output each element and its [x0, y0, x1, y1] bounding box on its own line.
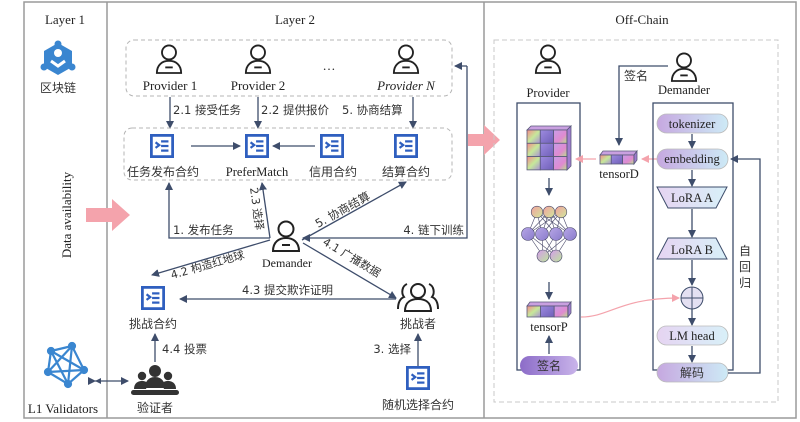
- task-publish-contract-icon: [150, 134, 174, 158]
- contracts-group: [123, 127, 453, 181]
- label-publish-task: 1. 发布任务: [173, 223, 234, 237]
- provider-sign-label: 签名: [537, 358, 561, 373]
- provider-n-icon: [392, 44, 420, 74]
- offchain-demander-label: Demander: [658, 83, 711, 97]
- label-negotiate-settle: 5. 协商结算: [313, 189, 373, 231]
- prefermatch-contract-icon: [245, 134, 269, 158]
- autoregressive-char-2: 回: [739, 260, 751, 274]
- arrow-broadcast-data: [302, 242, 397, 299]
- label-vote: 4.4 投票: [162, 342, 207, 356]
- autoregressive-char-1: 自: [739, 244, 751, 258]
- demander-sign-label: 签名: [624, 68, 648, 83]
- label-accept-task: 2.1 接受任务: [173, 103, 241, 117]
- ellipsis: …: [323, 58, 336, 73]
- demander-icon: [272, 220, 300, 252]
- arrow-demander-sign: [615, 65, 668, 146]
- challenger-icon: [397, 283, 439, 312]
- provider-1-icon: [155, 44, 183, 74]
- arrow-publish-task: [165, 182, 270, 239]
- offchain-group: [493, 39, 779, 403]
- blockchain-icon: [40, 40, 76, 75]
- tensorD-icon: [599, 149, 638, 166]
- label-negotiate-top: 5. 协商结算: [342, 103, 403, 117]
- pink-flow-arrow-layer2: [86, 199, 130, 231]
- label-broadcast-data: 4.1 广播数据: [320, 235, 383, 280]
- arrow-select-match: [259, 182, 271, 239]
- tokenizer-label: tokenizer: [669, 117, 716, 131]
- lora-b-block: [656, 237, 728, 260]
- arrow-construct-honeypot: [151, 239, 271, 277]
- tensorP-label: tensorP: [530, 320, 568, 334]
- add-operator-icon: [680, 286, 704, 310]
- task-publish-contract-label: 任务发布合约: [127, 164, 199, 179]
- label-fraud-proof: 4.3 提交欺诈证明: [242, 283, 333, 297]
- label-construct-honeypot: 4.2 构造红地球: [169, 247, 246, 281]
- lm-head-label: LM head: [669, 329, 715, 343]
- lora-a-label: LoRA A: [671, 191, 713, 205]
- arrow-negotiate-settle: [301, 181, 407, 241]
- offchain-demander-icon: [670, 52, 698, 82]
- challenge-contract-label: 挑战合约: [129, 316, 177, 331]
- offchain-provider-icon: [534, 44, 562, 74]
- offchain-title: Off-Chain: [615, 12, 669, 27]
- random-select-contract-label: 随机选择合约: [382, 397, 454, 412]
- label-offer-price: 2.2 提供报价: [261, 103, 329, 117]
- blockchain-label: 区块链: [40, 80, 76, 95]
- verifier-icon: [131, 365, 179, 395]
- autoregressive-char-3: 归: [739, 276, 751, 290]
- settlement-contract-icon: [394, 134, 418, 158]
- provider-1-label: Provider 1: [143, 78, 198, 93]
- offchain-provider-label: Provider: [526, 86, 570, 100]
- layer2-title: Layer 2: [275, 12, 315, 27]
- provider-2-label: Provider 2: [231, 78, 286, 93]
- label-select-match: 2.3 选择: [247, 186, 267, 231]
- credit-contract-label: 信用合约: [309, 164, 357, 179]
- pink-flow-arrow-offchain: [468, 125, 500, 155]
- arrow-autoregressive-loop: [728, 155, 761, 374]
- label-offchain-train: 4. 链下训练: [403, 223, 464, 237]
- tensorP-icon: [526, 300, 572, 319]
- random-select-contract-icon: [406, 366, 430, 390]
- provider-sign-button[interactable]: [520, 356, 578, 375]
- embedding-block: [656, 148, 729, 170]
- challenge-contract-icon: [141, 286, 165, 310]
- providers-group: [125, 39, 453, 97]
- tokenizer-block: [656, 113, 729, 134]
- challenger-label: 挑战者: [400, 317, 436, 331]
- demander-label: Demander: [262, 256, 312, 270]
- lora-b-label: LoRA B: [671, 243, 713, 257]
- layer1-title: Layer 1: [45, 12, 85, 27]
- l1-validators-icon: [43, 341, 89, 389]
- provider-n-label: Provider N: [376, 78, 436, 93]
- decode-label: 解码: [680, 366, 704, 380]
- arrow-head-left: [95, 378, 101, 384]
- lora-a-block: [656, 186, 728, 209]
- prefermatch-label: PreferMatch: [226, 165, 289, 179]
- data-cube-icon: [526, 125, 572, 171]
- data-availability-label: Data availability: [59, 171, 74, 258]
- credit-contract-icon: [320, 134, 344, 158]
- embedding-label: embedding: [664, 152, 720, 166]
- neural-network-icon: [521, 205, 577, 263]
- tensorD-label: tensorD: [599, 167, 639, 181]
- l1-validators-label: L1 Validators: [28, 401, 98, 416]
- label-random-select: 3. 选择: [373, 342, 411, 356]
- arrow-tensorP-to-add: [580, 294, 680, 318]
- outer-frame: [23, 1, 797, 419]
- settlement-contract-label: 结算合约: [382, 164, 430, 179]
- provider-2-icon: [244, 44, 272, 74]
- lm-head-block: [656, 325, 729, 346]
- arrow-offchain-train: [302, 66, 468, 242]
- verifier-label: 验证者: [137, 400, 173, 415]
